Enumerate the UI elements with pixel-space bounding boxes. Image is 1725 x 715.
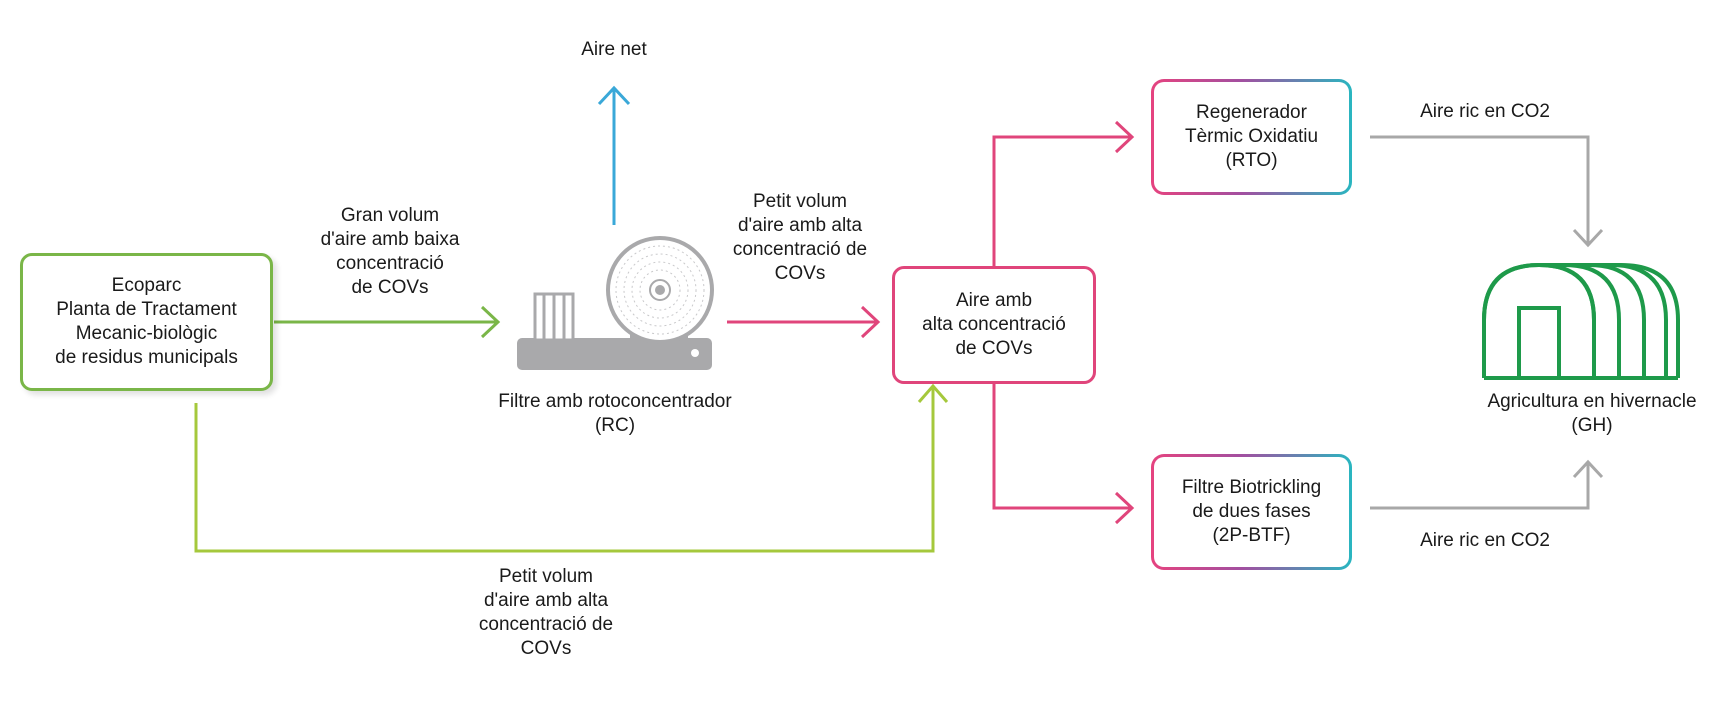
arrow-filter-to-mid	[727, 305, 881, 339]
node-line: alta concentració	[922, 314, 1066, 335]
label-clean-air: Aire net	[564, 38, 664, 62]
label-line: Agricultura en hivernacle	[1487, 391, 1697, 412]
label-co2-bottom-text: Aire ric en CO2	[1420, 530, 1550, 551]
filter-label: Filtre amb rotoconcentrador (RC)	[480, 390, 750, 438]
label-line: COVs	[520, 638, 572, 659]
node-line: Regenerador	[1196, 102, 1307, 123]
label-line: Filtre amb rotoconcentrador	[498, 391, 732, 412]
label-co2-bottom: Aire ric en CO2	[1395, 529, 1575, 553]
node-line: Mecanic-biològic	[75, 323, 218, 344]
node-line: de dues fases	[1192, 501, 1311, 522]
greenhouse-icon	[1482, 262, 1680, 380]
label-line: (RC)	[594, 415, 636, 436]
arrow-btf-to-greenhouse	[1370, 459, 1604, 510]
node-line: Filtre Biotrickling	[1181, 477, 1322, 498]
label-line: (GH)	[1571, 415, 1613, 436]
node-rto: Regenerador Tèrmic Oxidatiu (RTO)	[1151, 79, 1352, 195]
label-co2-top: Aire ric en CO2	[1395, 100, 1575, 124]
greenhouse-label: Agricultura en hivernacle (GH)	[1462, 390, 1722, 438]
node-ecoparc: Ecoparc Planta de Tractament Mecanic-bio…	[20, 253, 273, 391]
label-co2-top-text: Aire ric en CO2	[1420, 101, 1550, 122]
label-line: Petit volum	[753, 191, 847, 212]
label-line: de COVs	[351, 277, 429, 298]
label-line: COVs	[774, 263, 826, 284]
label-large-volume: Gran volum d'aire amb baixa concentració…	[290, 204, 490, 300]
label-small-volume-bottom: Petit volum d'aire amb alta concentració…	[446, 565, 646, 661]
rotoconcentrator-icon	[517, 236, 714, 370]
arrow-rto-to-greenhouse	[1370, 135, 1604, 248]
label-line: concentració de	[478, 614, 614, 635]
label-line: d'aire amb alta	[737, 215, 863, 236]
node-line: (RTO)	[1225, 150, 1278, 171]
arrow-source-to-mid	[194, 383, 949, 553]
label-clean-air-text: Aire net	[581, 39, 647, 60]
node-line: (2P-BTF)	[1212, 525, 1291, 546]
node-btf: Filtre Biotrickling de dues fases (2P-BT…	[1151, 454, 1352, 570]
arrow-mid-to-rto	[992, 120, 1135, 266]
node-line: de COVs	[955, 338, 1033, 359]
node-line: Tèrmic Oxidatiu	[1184, 126, 1319, 147]
node-high-concentration-air: Aire amb alta concentració de COVs	[892, 266, 1096, 384]
label-line: d'aire amb alta	[483, 590, 609, 611]
node-line: Aire amb	[955, 290, 1033, 311]
node-line: Planta de Tractament	[56, 299, 237, 320]
arrow-mid-to-btf	[992, 384, 1135, 525]
label-line: d'aire amb baixa	[320, 229, 460, 250]
label-line: concentració	[336, 253, 444, 274]
label-line: Petit volum	[499, 566, 593, 587]
node-line: de residus municipals	[55, 347, 238, 368]
arrow-source-to-filter	[274, 305, 501, 339]
label-small-volume-top: Petit volum d'aire amb alta concentració…	[700, 190, 900, 286]
arrow-clean-air	[597, 85, 631, 225]
label-line: Gran volum	[340, 205, 440, 226]
label-line: concentració de	[732, 239, 868, 260]
node-line: Ecoparc	[111, 275, 182, 296]
